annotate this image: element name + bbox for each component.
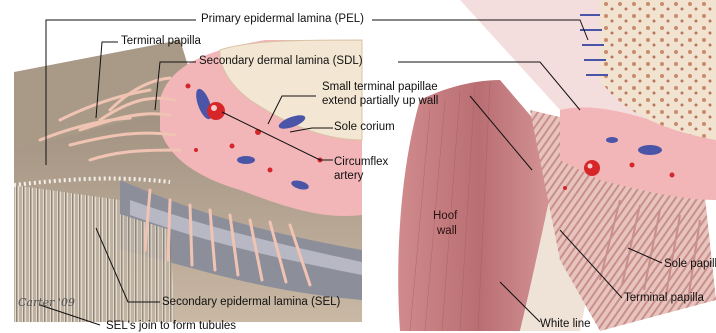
label-small-papillae-line1: Small terminal papillae	[322, 81, 438, 94]
label-secondary-dermal-lamina: Secondary dermal lamina (SDL)	[199, 55, 363, 68]
label-sels-join-tubules: SEL's join to form tubules	[106, 320, 236, 333]
label-terminal-papilla-right: Terminal papilla	[624, 292, 704, 305]
label-sole-papilla: Sole papill	[664, 258, 716, 271]
right-hoof-panel	[398, 0, 716, 331]
left-detail-panel	[14, 40, 362, 322]
label-small-papillae-line2: extend partially up wall	[322, 95, 438, 108]
label-hoof-wall-line1: Hoof	[433, 210, 457, 223]
label-circumflex-line1: Circumflex	[334, 156, 388, 169]
label-primary-epidermal-lamina: Primary epidermal lamina (PEL)	[201, 13, 364, 26]
artist-signature: Carter '09	[18, 296, 75, 309]
label-sole-corium: Sole corium	[334, 121, 395, 134]
label-circumflex-line2: artery	[334, 170, 363, 183]
label-secondary-epidermal-lamina: Secondary epidermal lamina (SEL)	[162, 296, 340, 309]
label-white-line: White line	[540, 318, 591, 331]
label-terminal-papilla-left: Terminal papilla	[121, 35, 201, 48]
label-hoof-wall-line2: wall	[437, 225, 457, 238]
